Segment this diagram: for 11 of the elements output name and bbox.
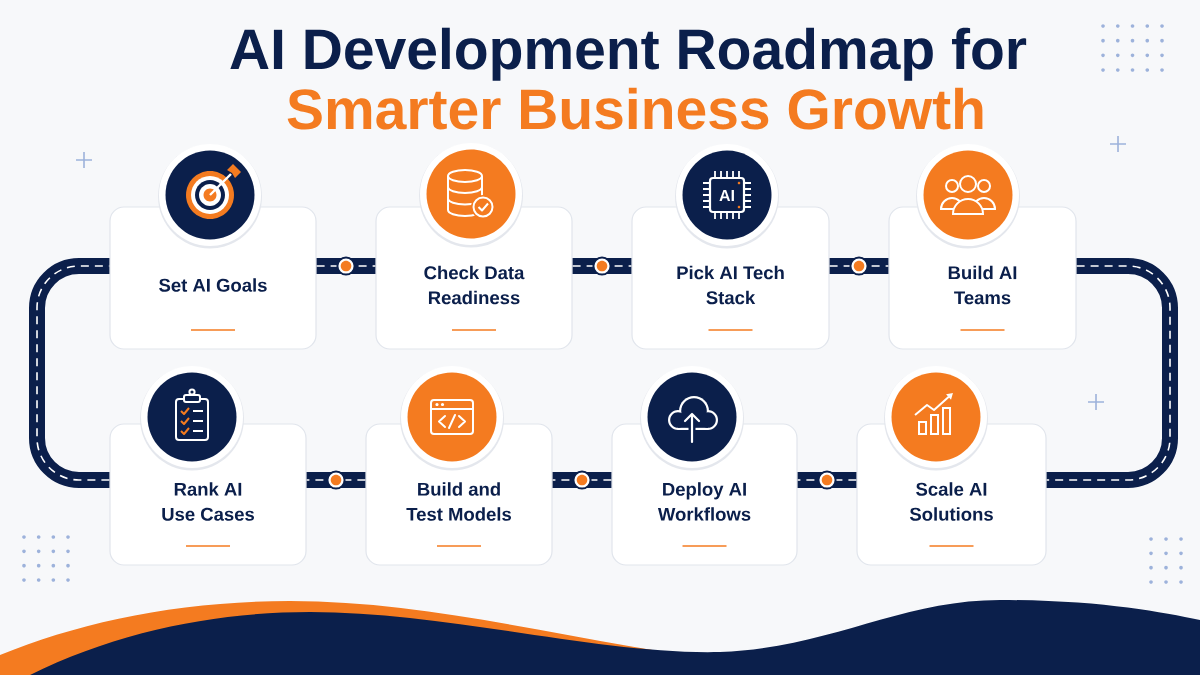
title: Smarter Business Growth bbox=[287, 87, 983, 130]
road bbox=[828, 258, 890, 274]
road bbox=[571, 258, 633, 274]
road bbox=[29, 258, 111, 488]
chip-label: AI bbox=[719, 190, 734, 201]
road bbox=[305, 472, 367, 488]
road bbox=[796, 472, 858, 488]
road bbox=[1045, 258, 1178, 488]
road bbox=[551, 472, 613, 488]
road bbox=[315, 258, 377, 274]
title: AI Development Roadmap for bbox=[230, 27, 1027, 81]
